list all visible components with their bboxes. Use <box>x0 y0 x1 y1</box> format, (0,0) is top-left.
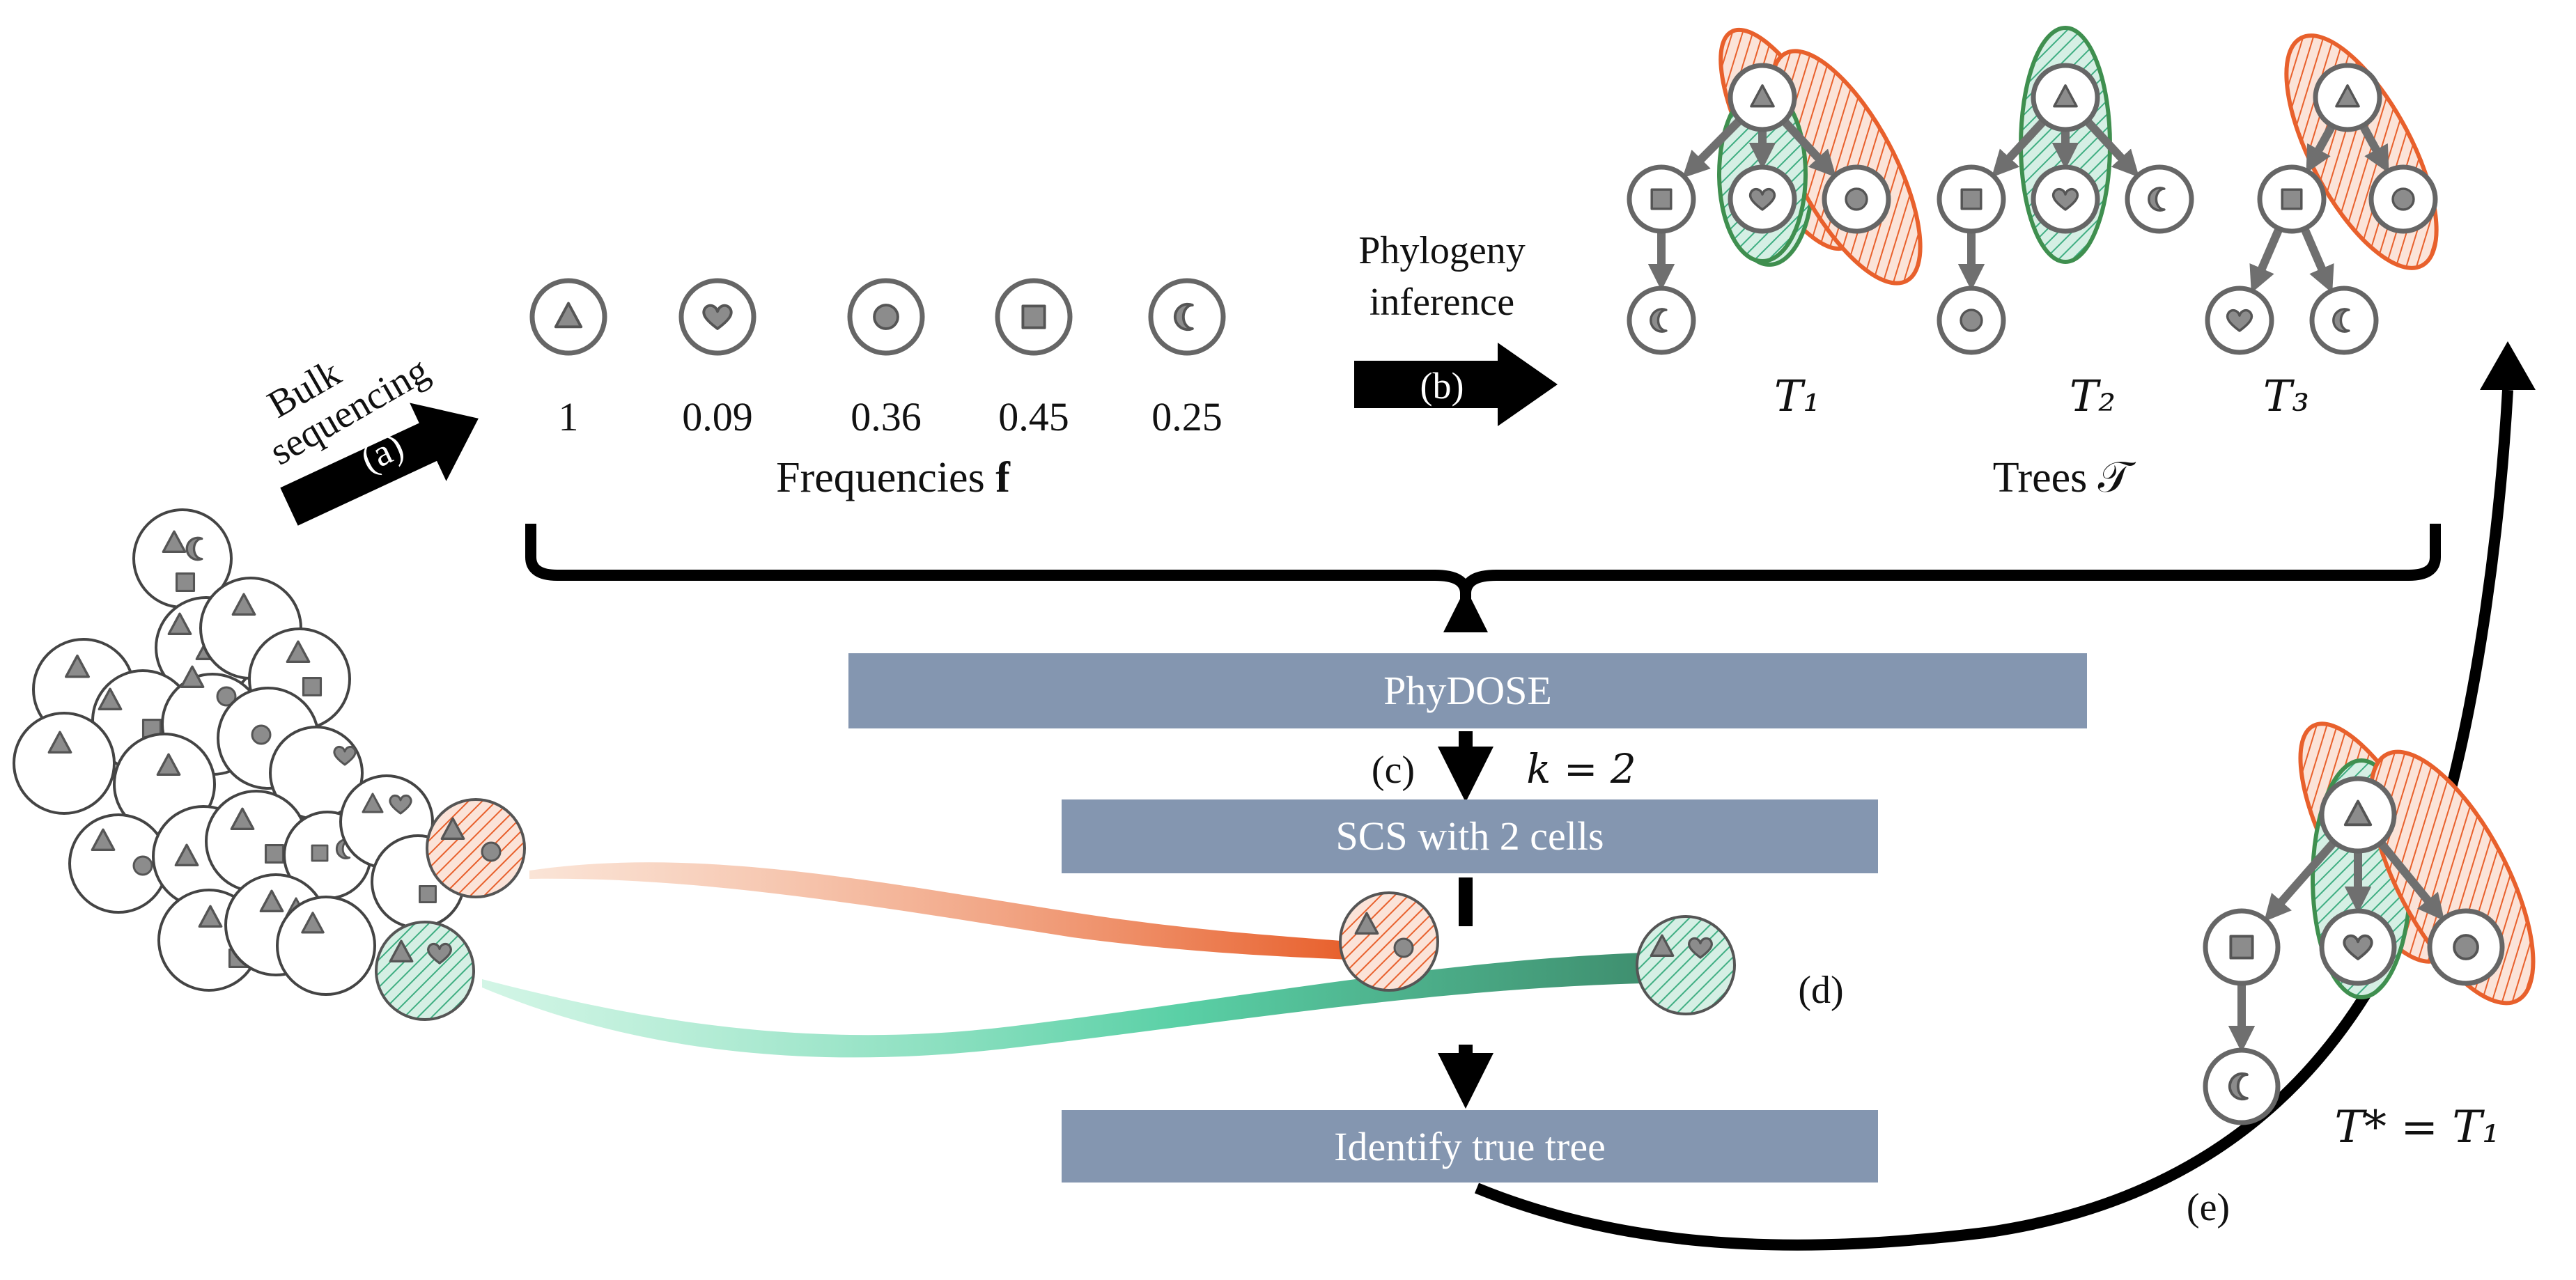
phylogeny-label-line1: Phylogeny <box>1358 229 1526 272</box>
trees-caption: Trees 𝒯 <box>1993 454 2136 501</box>
step-e-tag: (e) <box>2187 1186 2230 1229</box>
frequency-value: 0.36 <box>851 394 922 439</box>
tree-edge <box>2377 840 2445 921</box>
circle-node <box>2427 908 2505 986</box>
frequencies-caption: Frequencies f <box>776 454 1011 501</box>
tree-edge <box>1991 118 2047 178</box>
heart-node <box>2031 164 2100 234</box>
moon-node <box>2309 286 2379 355</box>
tree-t2 <box>1937 26 2194 355</box>
orange-ribbon <box>529 862 1348 960</box>
circle-icon <box>2391 187 2415 211</box>
tree-label-t3: T₃ <box>2263 370 2309 421</box>
circle-icon <box>1845 187 1868 211</box>
triangle-node <box>1728 63 1797 132</box>
tree-edge <box>1682 117 1743 178</box>
result-tree <box>2203 721 2536 1125</box>
tree-t1 <box>1627 27 1923 355</box>
tree-edge <box>1780 118 1837 178</box>
square-icon <box>1960 188 1983 210</box>
square-node <box>2257 164 2327 234</box>
frequencies-panel: 1 0.09 0.36 0.45 0.25 <box>529 278 1226 439</box>
tree-label-t1: T₁ <box>1774 370 1820 421</box>
candidate-trees <box>1627 26 2439 355</box>
identify-label: Identify true tree <box>1334 1124 1606 1169</box>
selected-cell-orange <box>426 798 526 898</box>
circle-icon <box>873 304 899 330</box>
tree-edge <box>2264 839 2338 922</box>
tree-edge <box>2084 118 2140 178</box>
merge-bracket <box>525 524 2441 632</box>
tree-edge <box>2300 226 2334 293</box>
frequency-value: 1 <box>559 394 579 439</box>
phydose-box <box>848 653 2087 728</box>
circle-icon <box>1960 309 1983 332</box>
frequency-value: 0.45 <box>998 394 1069 439</box>
selected-cell-green <box>375 921 475 1021</box>
tumor-cell <box>276 896 376 996</box>
bulk-sequencing-arrow: Bulk sequencing (a) <box>261 349 479 526</box>
tumor-cell-cluster <box>13 508 526 1021</box>
tree-t3 <box>2205 33 2439 355</box>
heart-node <box>2319 908 2397 986</box>
orange-clone-highlight <box>2284 33 2439 270</box>
circle-node <box>1822 164 1891 234</box>
moon-node <box>2203 1047 2281 1125</box>
sampled-cell-orange <box>1339 891 1439 992</box>
phydose-label: PhyDOSE <box>1383 668 1552 713</box>
moon-node <box>2125 164 2194 234</box>
step-c-tag: (c) <box>1372 749 1415 792</box>
green-ribbon <box>482 953 1644 1058</box>
frequencies-caption-text: Frequencies <box>776 454 995 501</box>
result-label: T* = T₁ <box>2334 1102 2499 1153</box>
frequency-value: 0.09 <box>682 394 753 439</box>
phylogeny-label-line2: inference <box>1370 281 1514 324</box>
triangle-node <box>529 278 607 356</box>
heart-node <box>1728 164 1797 234</box>
tumor-cell <box>13 712 116 815</box>
cell-sampling-ribbons <box>482 862 1644 1058</box>
square-icon <box>2229 935 2254 960</box>
sampled-cell-green <box>1636 915 1736 1015</box>
phylogeny-inference-arrow: Phylogeny inference (b) <box>1354 229 1558 426</box>
circle-node <box>847 278 925 356</box>
square-icon <box>2281 188 2303 210</box>
step-d-tag: (d) <box>1798 969 1843 1012</box>
square-node <box>1937 164 2006 234</box>
tree-label-t2: T₂ <box>2070 370 2116 421</box>
k-label: k = 2 <box>1526 745 1636 793</box>
frequency-value: 0.25 <box>1151 394 1223 439</box>
heart-node <box>2205 286 2274 355</box>
frequencies-caption-bold: f <box>995 454 1011 501</box>
pipeline: PhyDOSE (c) k = 2 SCS with 2 cells Ident… <box>848 653 2087 1183</box>
square-icon <box>1021 304 1046 329</box>
circle-icon <box>2453 934 2479 960</box>
tree-edge <box>2249 226 2283 293</box>
scs-box <box>1062 799 1878 873</box>
moon-node <box>1627 286 1696 355</box>
circle-node <box>1937 286 2006 355</box>
heart-node <box>678 278 756 356</box>
triangle-node <box>2313 63 2382 132</box>
moon-node <box>1148 278 1226 356</box>
step-b-tag: (b) <box>1420 365 1464 407</box>
tree-edge <box>2306 123 2336 173</box>
square-node <box>1627 164 1696 234</box>
square-icon <box>1650 188 1673 210</box>
square-node <box>2203 908 2281 986</box>
triangle-node <box>2319 776 2397 854</box>
triangle-node <box>2031 63 2100 132</box>
square-node <box>995 278 1073 356</box>
identify-box <box>1062 1110 1878 1183</box>
tree-edge <box>2359 123 2389 173</box>
circle-node <box>2368 164 2438 234</box>
scs-label: SCS with 2 cells <box>1335 813 1604 859</box>
